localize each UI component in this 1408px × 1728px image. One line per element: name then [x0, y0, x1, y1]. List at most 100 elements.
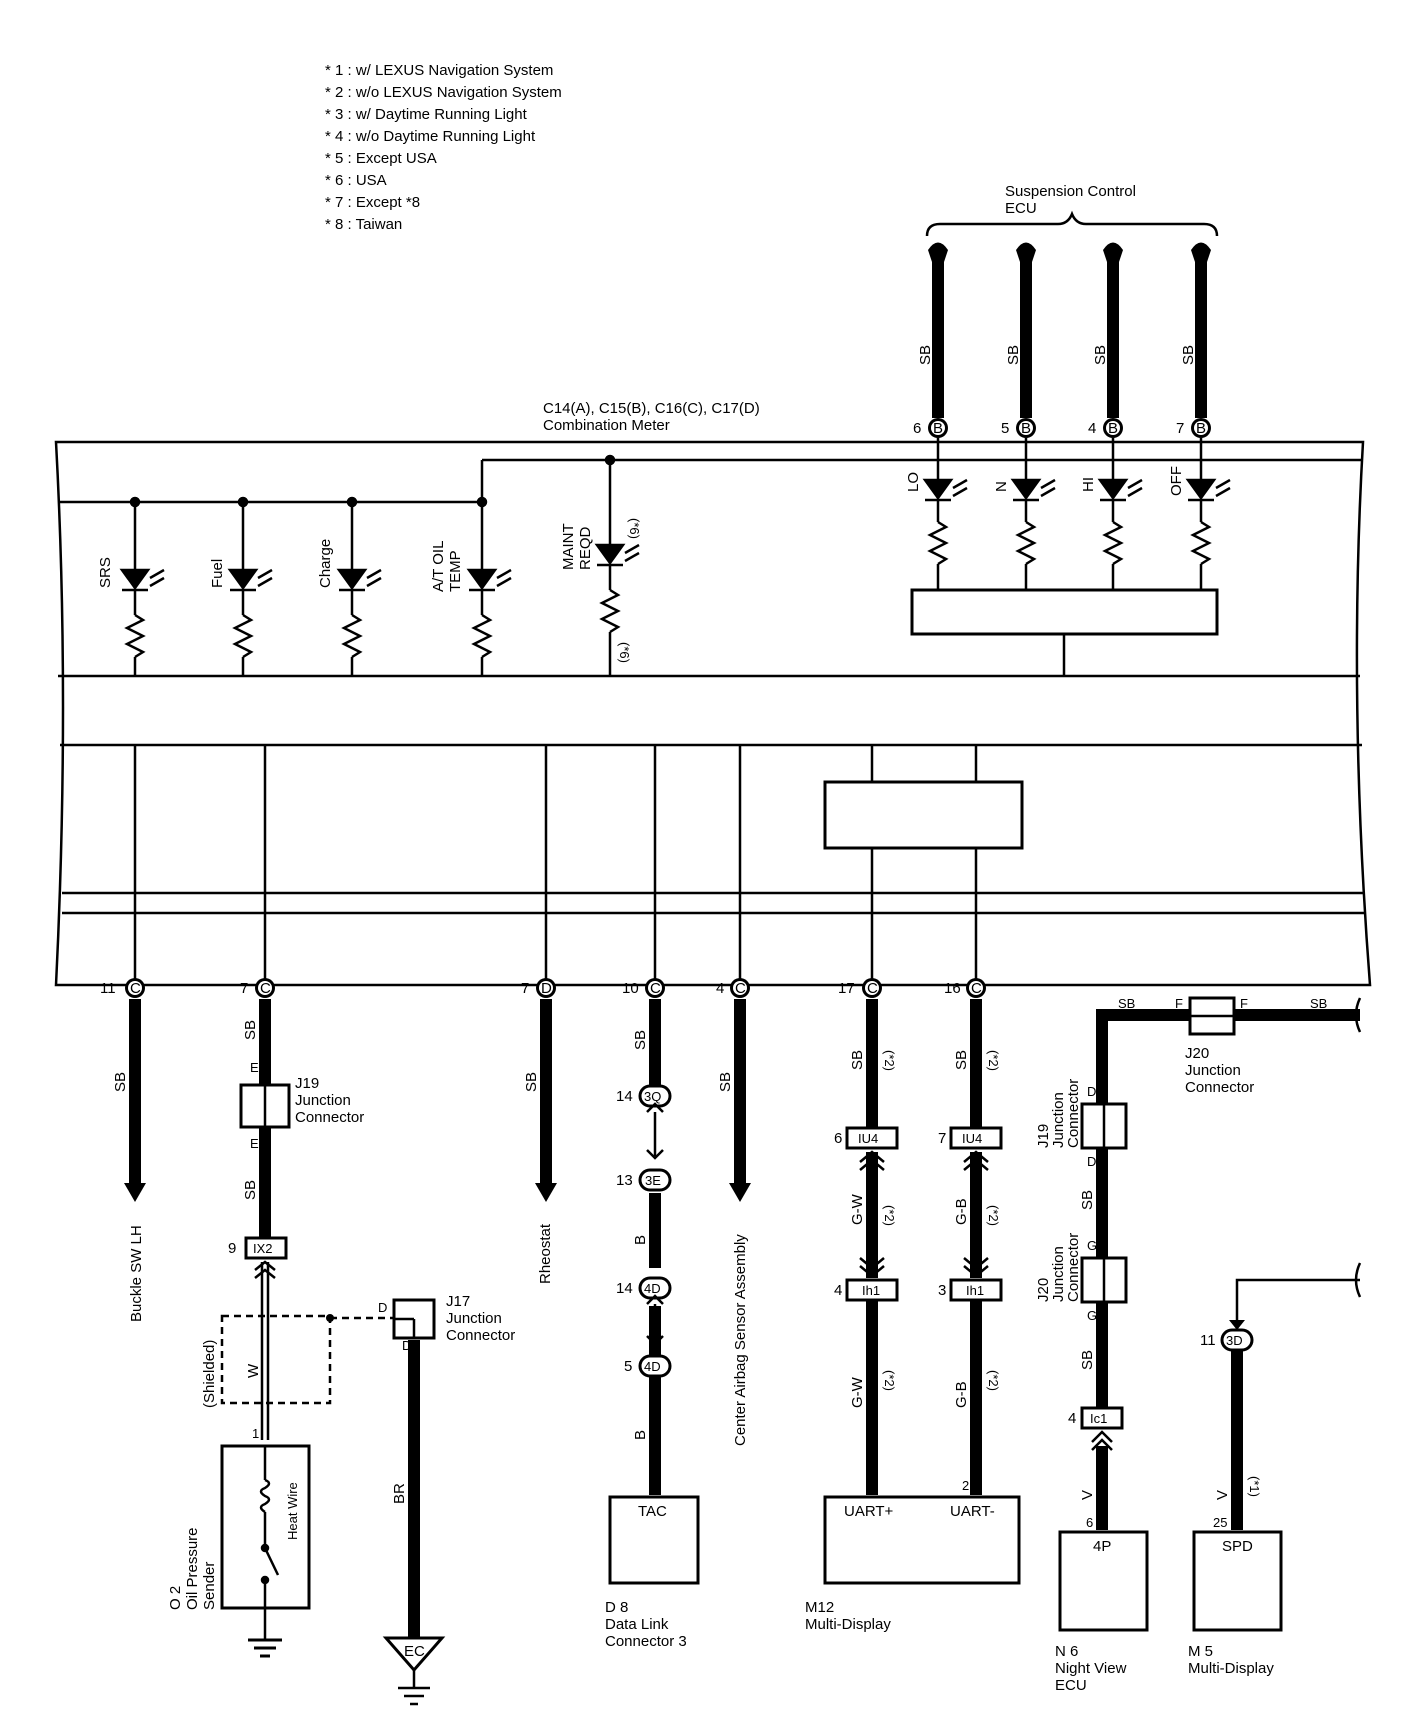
- suspension-wires: [928, 242, 1211, 418]
- comm-box: [823, 780, 1024, 850]
- wire-color: SB: [523, 1072, 540, 1092]
- bottom-conn: C: [735, 980, 746, 997]
- ix2-pin: 9: [228, 1240, 236, 1257]
- wire-color: G-W: [849, 1376, 866, 1408]
- note-3: * 3 : w/ Daytime Running Light: [325, 106, 528, 123]
- oil-line1: Oil Pressure: [184, 1527, 201, 1610]
- lamp-off: OFF: [1168, 466, 1185, 496]
- dlc-id: D 8: [605, 1599, 628, 1616]
- lamp-n: N: [993, 481, 1010, 492]
- ground-label: EC: [404, 1643, 425, 1660]
- wire-color: BR: [391, 1483, 408, 1504]
- airbag-dest: Center Airbag Sensor Assembly: [732, 1234, 749, 1446]
- note-ref: (*2): [882, 1370, 897, 1391]
- bottom-pin-no: 10: [622, 980, 639, 997]
- j19-right-line1: Junction: [1050, 1092, 1067, 1148]
- spd-feed: [1235, 1278, 1360, 1335]
- n6-term: 4P: [1093, 1538, 1111, 1555]
- wire-color: SB: [1310, 996, 1327, 1011]
- wire-color: SB: [242, 1180, 259, 1200]
- m5-box: [1192, 1530, 1283, 1632]
- pin-number: 4: [1088, 420, 1096, 437]
- n6-id: N 6: [1055, 1643, 1078, 1660]
- right-bus-wire: [1096, 1009, 1360, 1232]
- wire-pin: G: [1087, 1238, 1097, 1253]
- ix2-connector: [244, 1236, 288, 1260]
- suspension-pins: [928, 418, 1211, 438]
- note-8: * 8 : Taiwan: [325, 216, 402, 233]
- d4a-pin: 14: [616, 1280, 633, 1297]
- ground-triangle: [382, 1636, 446, 1673]
- wire-color: W: [245, 1363, 262, 1378]
- d3-pin: 11: [1200, 1332, 1216, 1349]
- uart-wires: [845, 999, 1003, 1495]
- md12-p1: 1: [866, 1478, 873, 1493]
- ic1-pin: 4: [1068, 1410, 1076, 1427]
- iu4a-label: IU4: [858, 1131, 878, 1146]
- led-lamps-left: [119, 460, 626, 676]
- lamp-maint: MAINT: [560, 523, 577, 570]
- j20-line1: Junction: [1185, 1062, 1241, 1079]
- m5-id: M 5: [1188, 1643, 1213, 1660]
- j20-right-line1: Junction: [1050, 1246, 1067, 1302]
- j17-pin: D: [402, 1338, 411, 1353]
- wire-color: V: [1079, 1490, 1096, 1500]
- wire-pin: D: [1087, 1154, 1096, 1169]
- lamp-charge: Charge: [317, 539, 334, 588]
- d3-label: 3D: [1226, 1333, 1243, 1348]
- wire-color: G-W: [849, 1193, 866, 1225]
- note-7: * 7 : Except *8: [325, 194, 420, 211]
- note-5: * 5 : Except USA: [325, 150, 437, 167]
- lamp-lo: LO: [905, 472, 922, 492]
- note-ref: (*2): [986, 1370, 1001, 1391]
- shield-box: [220, 1314, 332, 1405]
- md12-box: [823, 1495, 1021, 1585]
- connector-letter: B: [1196, 420, 1206, 437]
- ix2-label: IX2: [253, 1241, 273, 1256]
- wire-color: SB: [632, 1030, 649, 1050]
- sb-label: SB: [1180, 345, 1197, 365]
- j20-pin: F: [1175, 996, 1183, 1011]
- lamp-note-top: (*6): [627, 518, 642, 539]
- wire-color: G-B: [953, 1381, 970, 1408]
- combination-meter-body: [54, 440, 1372, 987]
- wire-color: SB: [1118, 996, 1135, 1011]
- md12-t2: UART-: [950, 1503, 995, 1520]
- iu4b-pin: 7: [938, 1130, 946, 1147]
- heat-wire-label: Heat Wire: [285, 1482, 300, 1540]
- e3-pin: 13: [616, 1172, 633, 1189]
- n6-pin: 6: [1086, 1515, 1093, 1530]
- j17-line1: Junction: [446, 1310, 502, 1327]
- n6-line1: Night View: [1055, 1660, 1127, 1677]
- pin-number: 6: [913, 420, 921, 437]
- led-lamps-right: [922, 438, 1231, 590]
- connector-letter: B: [1108, 420, 1118, 437]
- wire-pin: G: [1087, 1308, 1097, 1323]
- md12-p2: 2: [962, 1478, 969, 1493]
- md12-name: Multi-Display: [805, 1616, 891, 1633]
- note-6: * 6 : USA: [325, 172, 387, 189]
- dlc-line1: Data Link: [605, 1616, 669, 1633]
- j17-line2: Connector: [446, 1327, 515, 1344]
- connector-letter: B: [933, 420, 943, 437]
- sb-label: SB: [917, 345, 934, 365]
- bottom-pin-no: 7: [240, 980, 248, 997]
- bottom-pin-no: 7: [521, 980, 529, 997]
- wire-color: V: [1214, 1490, 1231, 1500]
- j20-pin: F: [1240, 996, 1248, 1011]
- note-ref: (*2): [986, 1205, 1001, 1226]
- note-ref: (*2): [882, 1205, 897, 1226]
- note-ref: (*2): [986, 1050, 1001, 1071]
- wire-color: SB: [953, 1050, 970, 1070]
- j20-right-line2: Connector: [1065, 1233, 1082, 1302]
- ic1-connector: [1080, 1406, 1124, 1430]
- j19-code: J19: [295, 1075, 319, 1092]
- ih1b-label: Ih1: [966, 1283, 984, 1298]
- m5-pin: 25: [1213, 1515, 1227, 1530]
- pin-number: 5: [1001, 420, 1009, 437]
- lamp-reqd: REQD: [577, 526, 594, 570]
- bottom-pin-no: 16: [944, 980, 961, 997]
- airbag-arrow: [729, 1183, 751, 1202]
- buckle-dest: Buckle SW LH: [128, 1225, 145, 1322]
- bottom-conn: C: [867, 980, 878, 997]
